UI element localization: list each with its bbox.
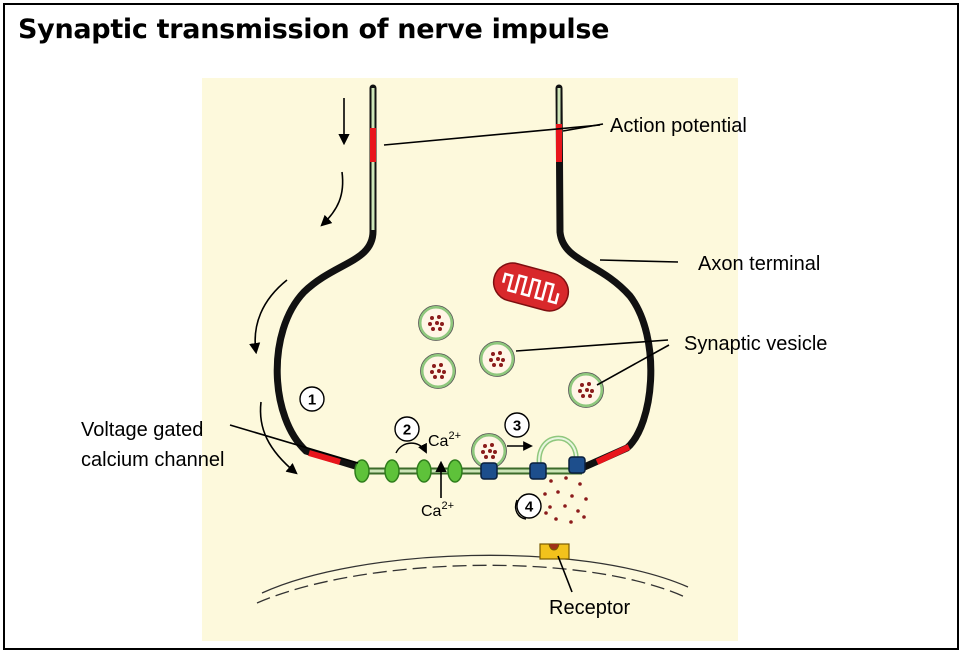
impulse-direction-arrows [249, 98, 350, 475]
fusing-vesicle [536, 435, 579, 470]
neurotransmitter-dot [569, 520, 573, 524]
step-markers: 1 2 3 4 [299, 386, 542, 519]
synaptic-vesicles [418, 305, 604, 469]
neurotransmitter-dot [582, 515, 586, 519]
synaptic-vesicle [479, 341, 515, 377]
neurotransmitter-dot [564, 476, 568, 480]
neurotransmitter-dot [556, 490, 560, 494]
mitochondrion [492, 262, 570, 312]
label-synaptic-vesicle: Synaptic vesicle [684, 333, 827, 355]
neurotransmitter-dot [570, 494, 574, 498]
label-channel-line1: Voltage gated [81, 419, 203, 441]
neurotransmitter-dot [544, 511, 548, 515]
step-marker-1: 1 [299, 386, 325, 412]
step-marker-4: 4 [516, 493, 542, 519]
neurotransmitter-dot [549, 479, 553, 483]
step4-arrow [514, 499, 527, 520]
calcium-ion-label-top: Ca2+ [428, 430, 461, 450]
calcium-ion-label-bottom: Ca2+ [421, 500, 454, 520]
leader-lines [229, 123, 679, 593]
svg-text:3: 3 [513, 418, 521, 435]
svg-text:1: 1 [308, 392, 316, 409]
neurotransmitter-dot [584, 497, 588, 501]
neurotransmitter-dot [554, 517, 558, 521]
postsynaptic-membrane [256, 554, 689, 604]
neurotransmitter-molecules [543, 476, 588, 524]
step-marker-2: 2 [394, 416, 420, 442]
label-receptor: Receptor [549, 597, 630, 619]
neurotransmitter-dot [548, 505, 552, 509]
calcium-channels [354, 459, 463, 483]
page-title: Synaptic transmission of nerve impulse [18, 14, 610, 45]
neurotransmitter-dot [563, 504, 567, 508]
receptor [539, 543, 570, 560]
diagram-panel [202, 78, 738, 641]
docking-proteins [480, 456, 586, 480]
label-axon-terminal: Axon terminal [698, 253, 820, 275]
label-channel-line2: calcium channel [81, 449, 224, 471]
synaptic-vesicle [568, 372, 604, 408]
neurotransmitter-dot [543, 492, 547, 496]
synaptic-vesicle [420, 353, 456, 389]
step2-arrow [395, 442, 427, 454]
svg-text:4: 4 [525, 499, 534, 516]
label-action-potential: Action potential [610, 115, 747, 137]
neurotransmitter-dot [578, 482, 582, 486]
neurotransmitter-dot [576, 509, 580, 513]
action-potential-segments [308, 124, 631, 465]
svg-text:2: 2 [403, 422, 411, 439]
synaptic-vesicle [418, 305, 454, 341]
step-marker-3: 3 [504, 412, 530, 438]
